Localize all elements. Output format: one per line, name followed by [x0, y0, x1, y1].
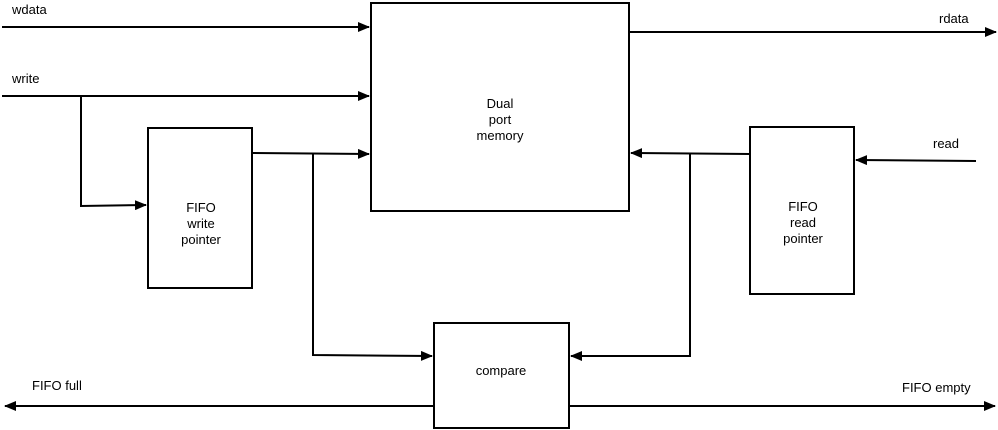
write-pointer-to-memory-arrow — [251, 148, 370, 159]
write-pointer-label-line-2: write — [186, 216, 214, 231]
wdata-label: wdata — [11, 2, 47, 17]
memory-label-line-3: memory — [477, 128, 524, 143]
write-pointer-label-line-1: FIFO — [186, 200, 216, 215]
dual-port-memory-box — [370, 2, 630, 212]
write-pointer-to-compare-arrow — [312, 153, 433, 361]
fifo-write-pointer-box — [147, 127, 253, 289]
write-label: write — [11, 71, 39, 86]
fifo-empty-label: FIFO empty — [902, 380, 971, 395]
write-to-pointer-arrow — [80, 96, 147, 211]
fifo-full-label: FIFO full — [32, 378, 82, 393]
read-label: read — [933, 136, 959, 151]
fifo-read-pointer-box — [749, 126, 855, 295]
memory-label-line-1: Dual — [487, 96, 514, 111]
rdata-label: rdata — [939, 11, 969, 26]
read-pointer-to-compare-arrow — [570, 154, 691, 361]
read-pointer-label-line-2: read — [790, 215, 816, 230]
read-pointer-to-memory-arrow — [630, 148, 751, 159]
compare-label: compare — [476, 363, 527, 378]
compare-box — [433, 322, 570, 429]
read-pointer-label-line-3: pointer — [783, 231, 823, 246]
memory-label-line-2: port — [489, 112, 512, 127]
read-arrow — [855, 155, 977, 166]
write-pointer-label-line-3: pointer — [181, 232, 221, 247]
read-pointer-label-line-1: FIFO — [788, 199, 818, 214]
